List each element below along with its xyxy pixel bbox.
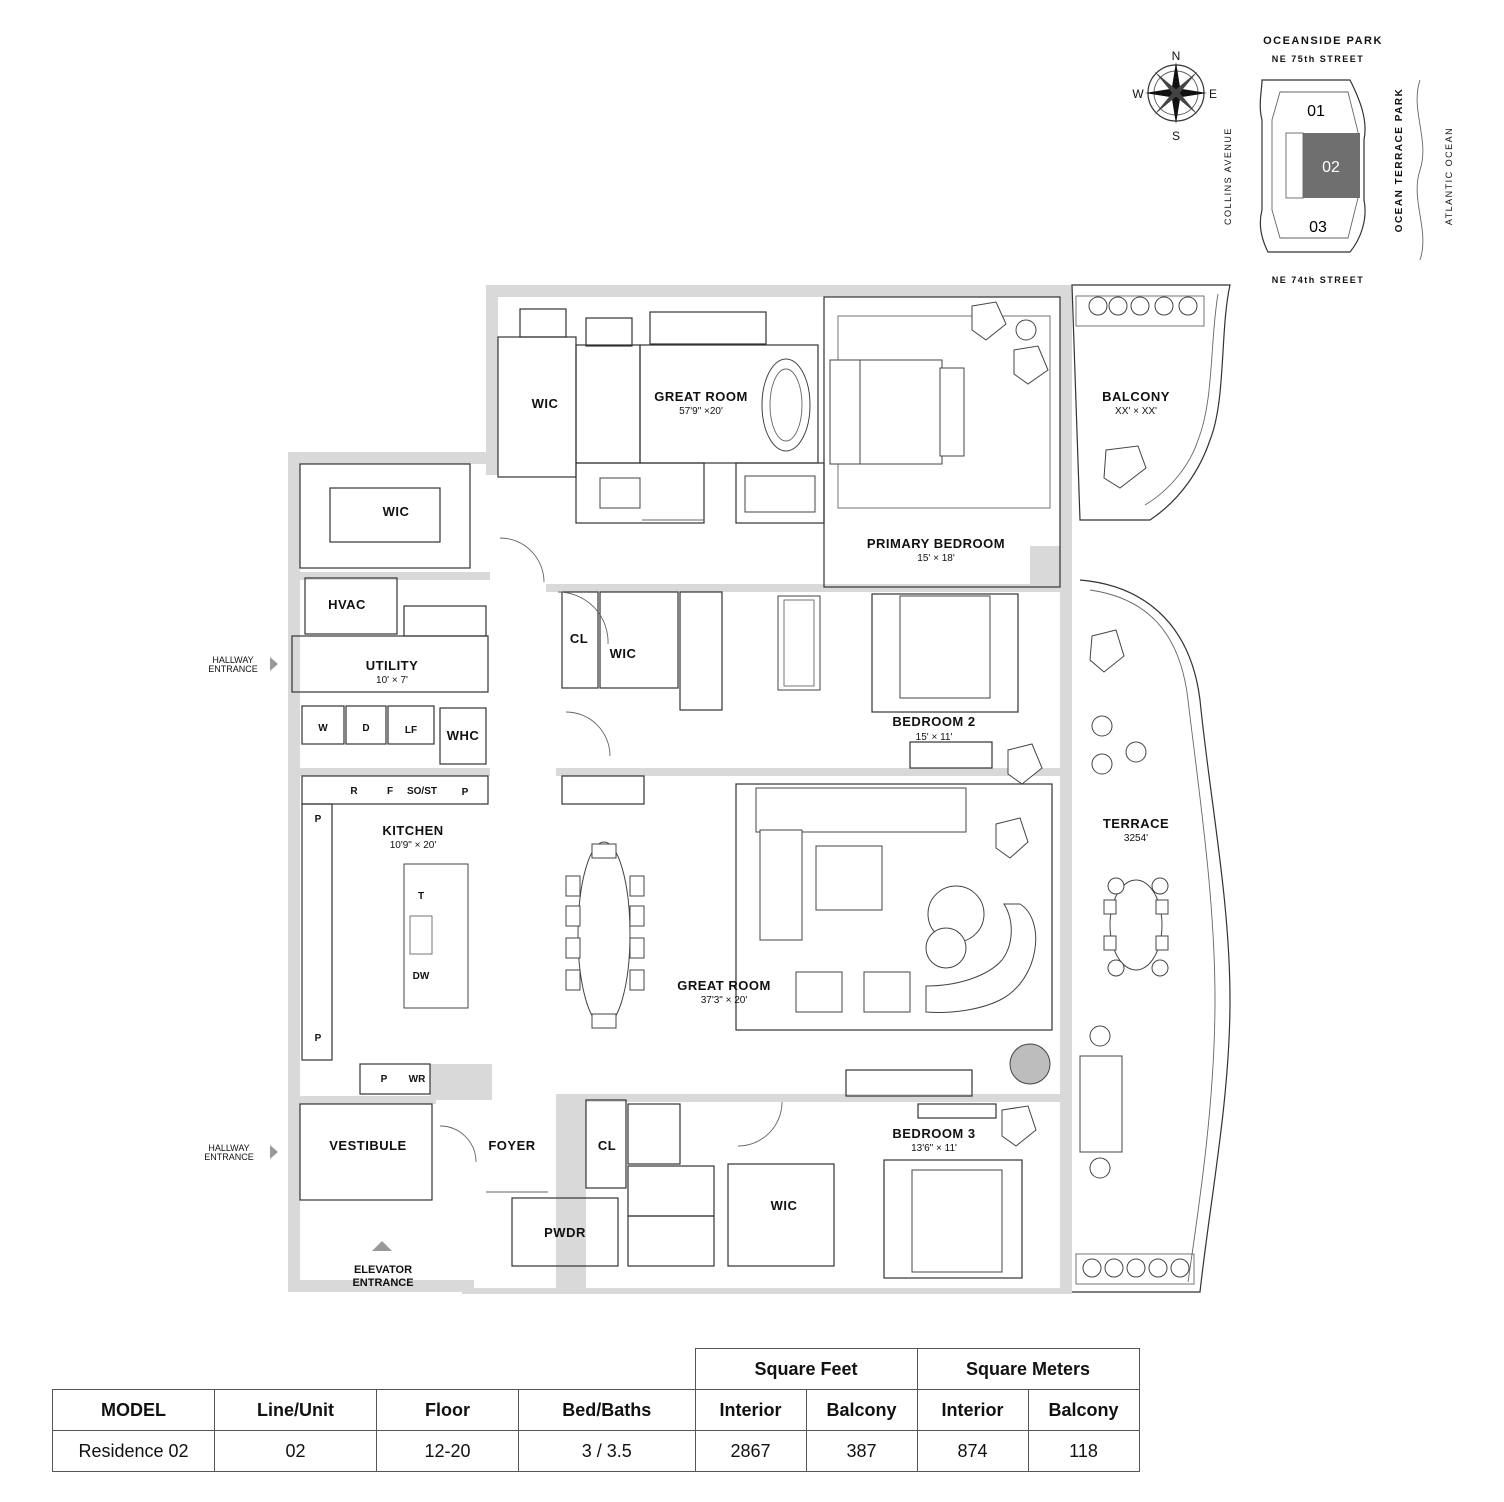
sost-label: SO/ST — [407, 786, 437, 797]
pantry-label-3: P — [315, 1033, 322, 1044]
elevator-entrance-line1: ELEVATOR — [354, 1264, 412, 1276]
freezer-label: F — [387, 786, 393, 797]
balcony-dim: XX' × XX' — [1115, 406, 1157, 417]
kitchen-dim: 10'9" × 20' — [390, 840, 437, 851]
unit-02-label: 02 — [1322, 159, 1340, 176]
fridge-label: R — [350, 786, 358, 797]
cell-bed-baths: 3 / 3.5 — [518, 1430, 696, 1472]
bedroom2-dim: 15' × 11' — [916, 732, 953, 743]
lf-label: LF — [405, 725, 417, 736]
pantry-label-1: P — [462, 787, 469, 798]
unit-01-label: 01 — [1307, 103, 1325, 120]
ocean-label: ATLANTIC OCEAN — [1444, 127, 1454, 225]
cl-upper-label: CL — [570, 631, 588, 646]
wic-top-label: WIC — [532, 396, 559, 411]
kitchen-name: KITCHEN — [382, 823, 443, 838]
hallway-entrance-1-line1: HALLWAY — [212, 655, 253, 665]
pantry-label-4: P — [381, 1074, 388, 1085]
entrances: HALLWAY ENTRANCE HALLWAY ENTRANCE ELEVAT… — [204, 655, 413, 1289]
terrace-dim: 3254' — [1124, 833, 1148, 844]
header-sqft-interior: Interior — [694, 1389, 807, 1431]
unit-03-label: 03 — [1309, 219, 1327, 236]
partitions — [291, 296, 1061, 1279]
elevator-entrance-arrow-icon — [372, 1241, 392, 1251]
sqm-group-header: Square Meters — [916, 1348, 1140, 1390]
cell-sqft-balcony: 387 — [805, 1430, 918, 1472]
header-sqm-interior: Interior — [916, 1389, 1029, 1431]
exterior-walls — [1071, 284, 1231, 1293]
primary-bedroom-dim: 15' × 18' — [917, 553, 955, 564]
primary-bedroom-name: PRIMARY BEDROOM — [867, 536, 1005, 551]
street-south-label: NE 74th STREET — [1272, 275, 1365, 285]
floor-plan: OCEANSIDE PARK NE 75th STREET NE 74th ST… — [204, 35, 1454, 1294]
specs-table: Square Feet Square Meters MODEL Line/Uni… — [52, 1348, 1140, 1472]
trash-label: T — [418, 891, 424, 902]
unit-02-core — [1285, 132, 1304, 199]
building-outline — [1259, 79, 1366, 253]
bedroom3-dim: 13'6" × 11' — [911, 1143, 957, 1154]
header-sqft-balcony: Balcony — [805, 1389, 918, 1431]
specs-data-row: Residence 02 02 12-20 3 / 3.5 2867 387 8… — [52, 1430, 1140, 1472]
compass-e: E — [1209, 87, 1217, 101]
building-inner-outline — [1271, 91, 1359, 239]
key-plan-title: OCEANSIDE PARK — [1263, 35, 1383, 47]
wic-bottom-label: WIC — [771, 1198, 798, 1213]
balcony-name: BALCONY — [1102, 389, 1170, 404]
primary-bath-dim: 57'9" ×20' — [679, 406, 723, 417]
cell-line-unit: 02 — [214, 1430, 377, 1472]
hvac-label: HVAC — [328, 597, 366, 612]
street-north-label: NE 75th STREET — [1272, 54, 1365, 64]
vestibule-label: VESTIBULE — [329, 1138, 406, 1153]
utility-name: UTILITY — [366, 658, 419, 673]
cell-sqm-interior: 874 — [916, 1430, 1029, 1472]
terrace-name: TERRACE — [1103, 816, 1169, 831]
pantry-label-2: P — [315, 814, 322, 825]
hallway-entrance-2-line2: ENTRANCE — [204, 1152, 254, 1162]
header-floor: Floor — [376, 1389, 519, 1431]
wic-mid-label: WIC — [610, 646, 637, 661]
utility-dim: 10' × 7' — [376, 675, 408, 686]
elevator-entrance-line2: ENTRANCE — [352, 1277, 413, 1289]
header-line-unit: Line/Unit — [214, 1389, 377, 1431]
cell-model: Residence 02 — [52, 1430, 215, 1472]
cell-sqm-balcony: 118 — [1027, 1430, 1140, 1472]
header-bed-baths: Bed/Baths — [518, 1389, 696, 1431]
hallway-entrance-2-line1: HALLWAY — [208, 1143, 249, 1153]
dryer-label: D — [362, 723, 369, 734]
cell-sqft-interior: 2867 — [694, 1430, 807, 1472]
pwdr-label: PWDR — [544, 1225, 586, 1240]
header-sqm-balcony: Balcony — [1027, 1389, 1140, 1431]
foyer-label: FOYER — [488, 1138, 535, 1153]
room-labels: GREAT ROOM 57'9" ×20' WIC BALCONY XX' × … — [315, 389, 1170, 1240]
great-room-dim: 37'3" × 20' — [701, 995, 748, 1006]
hallway-entrance-2-arrow-icon — [270, 1145, 278, 1159]
header-model: MODEL — [52, 1389, 215, 1431]
key-plan: OCEANSIDE PARK NE 75th STREET NE 74th ST… — [1223, 35, 1454, 285]
shoreline-line — [1416, 79, 1424, 261]
compass-s: S — [1172, 129, 1180, 143]
whc-label: WHC — [447, 728, 480, 743]
wic-left-label: WIC — [383, 504, 410, 519]
walls — [288, 285, 1072, 1294]
compass-n: N — [1172, 49, 1181, 63]
dw-label: DW — [413, 971, 430, 982]
bedroom3-name: BEDROOM 3 — [892, 1126, 975, 1141]
cell-floor: 12-20 — [376, 1430, 519, 1472]
hallway-entrance-1-arrow-icon — [270, 657, 278, 671]
hallway-entrance-1-line2: ENTRANCE — [208, 664, 258, 674]
primary-bath-name: GREAT ROOM — [654, 389, 748, 404]
great-room-name: GREAT ROOM — [677, 978, 771, 993]
park-east-label: OCEAN TERRACE PARK — [1394, 88, 1405, 233]
bedroom2-name: BEDROOM 2 — [892, 714, 975, 729]
compass-rose: N S E W — [1132, 49, 1217, 143]
specs-group-row: Square Feet Square Meters — [53, 1348, 1140, 1390]
unit-02-highlight — [1303, 133, 1360, 198]
wr-label: WR — [409, 1074, 426, 1085]
washer-label: W — [318, 723, 328, 734]
compass-w: W — [1132, 87, 1144, 101]
street-west-label: COLLINS AVENUE — [1223, 127, 1233, 225]
sqft-group-header: Square Feet — [694, 1348, 918, 1390]
specs-header-row: MODEL Line/Unit Floor Bed/Baths Interior… — [52, 1389, 1140, 1431]
cl-lower-label: CL — [598, 1138, 616, 1153]
